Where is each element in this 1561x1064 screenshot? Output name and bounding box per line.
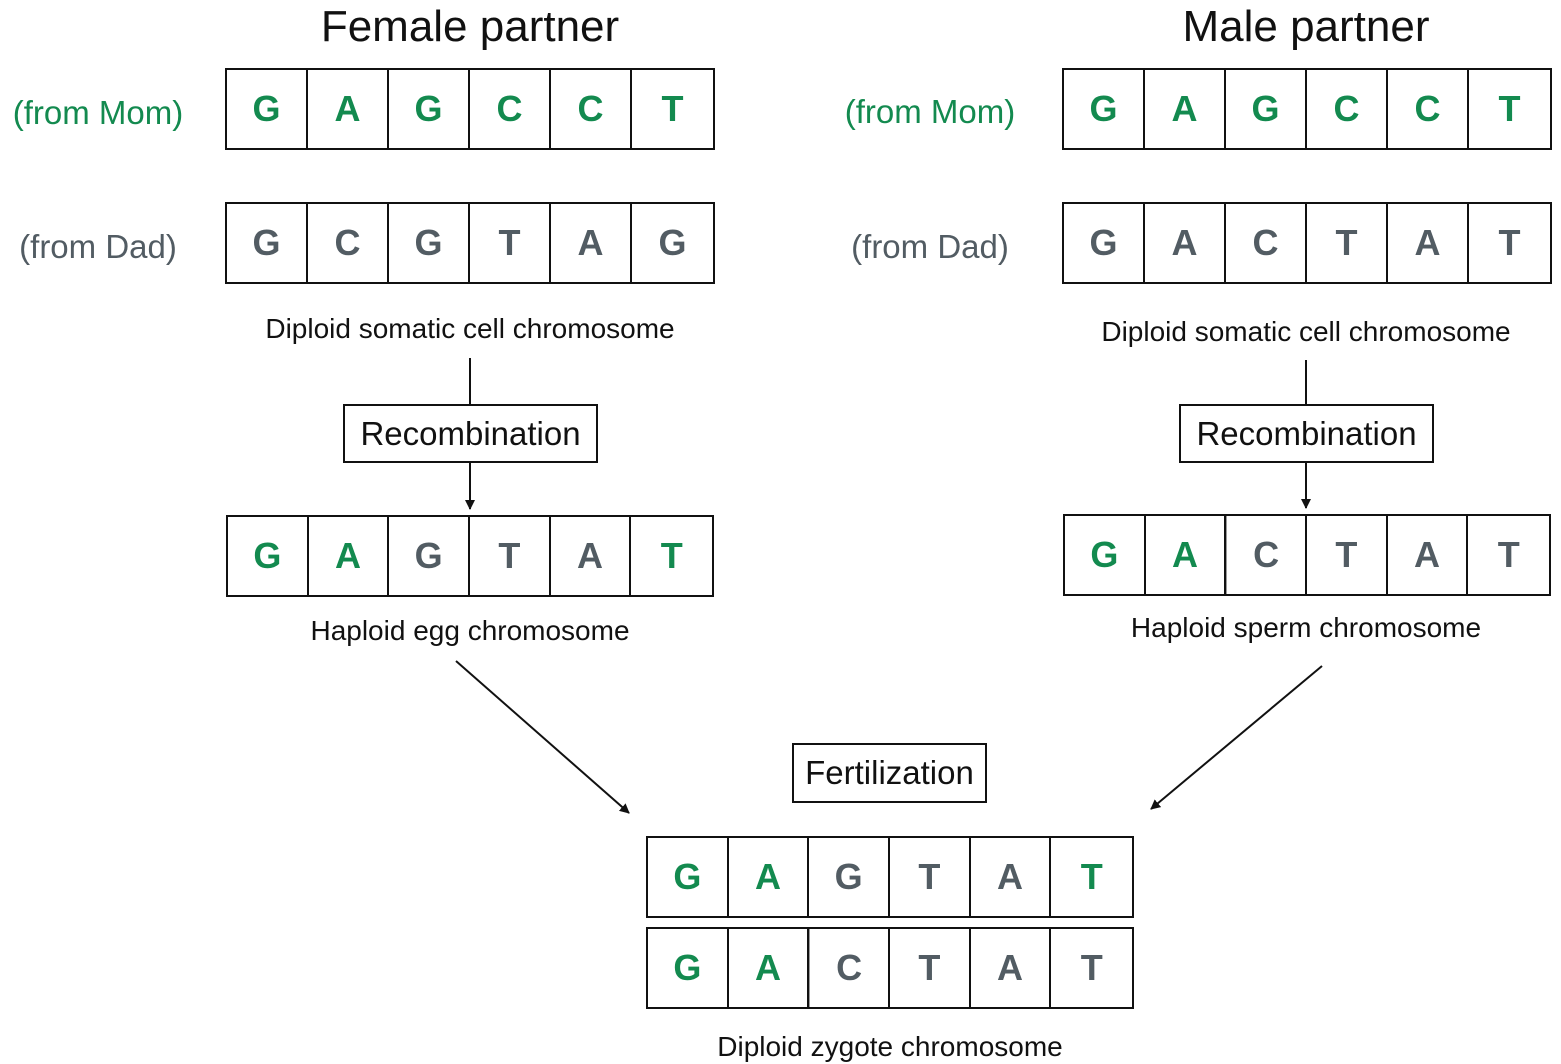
zygote-sperm-strand-base-4: T <box>890 929 971 1007</box>
male-mom-strand-base-6: T <box>1498 88 1521 129</box>
zygote-sperm-strand-base-1: G <box>648 929 729 1007</box>
female-somatic-caption: Diploid somatic cell chromosome <box>265 313 675 344</box>
female-egg-strand-base-4: T <box>470 517 551 595</box>
male-dad-strand-base-1: G <box>1064 204 1145 282</box>
egg-to-zygote-arrow <box>455 660 630 814</box>
female-mom-strand-base-4: C <box>470 70 551 148</box>
zygote-egg-strand-base-3: G <box>809 838 891 916</box>
female-dad-strand-base-3: G <box>389 204 470 282</box>
female-dad-strand-base-2: C <box>308 204 389 282</box>
male-dad-label: (from Dad) <box>851 228 1009 265</box>
male-mom-strand-base-2: A <box>1145 70 1226 148</box>
female-mom-strand-base-2: A <box>308 70 389 148</box>
male-sperm-strand-base-5: A <box>1388 516 1469 594</box>
male-sperm-strand-base-4: T <box>1307 516 1388 594</box>
female-egg-strand-base-5: A <box>551 517 632 595</box>
male-sperm-strand-base-1: G <box>1065 516 1146 594</box>
sperm-to-zygote-arrow <box>1150 665 1323 810</box>
female-egg-strand-base-6: T <box>660 535 683 576</box>
zygote-caption: Diploid zygote chromosome <box>717 1031 1063 1062</box>
female-egg-strand-base-1: G <box>228 517 309 595</box>
male-dad-strand-base-5: A <box>1388 204 1469 282</box>
zygote-egg-strand-base-4: T <box>890 838 971 916</box>
male-sperm-strand-base-6: T <box>1497 534 1520 575</box>
female-egg-strand-base-2: A <box>309 517 390 595</box>
female-egg-strand-base-3: G <box>389 517 471 595</box>
male-sperm-caption: Haploid sperm chromosome <box>1130 612 1482 643</box>
female-dad-strand-base-1: G <box>227 204 308 282</box>
male-mom-strand-base-5: C <box>1388 70 1469 148</box>
zygote-egg-strand-base-1: G <box>648 838 729 916</box>
male-mom-label: (from Mom) <box>844 93 1016 130</box>
male-somatic-caption: Diploid somatic cell chromosome <box>1101 316 1511 347</box>
female-mom-strand-base-6: T <box>661 88 684 129</box>
zygote-sperm-strand-base-6: T <box>1080 947 1103 988</box>
female-recombination-box: Recombination <box>343 404 598 463</box>
male-mom-strand-base-4: C <box>1307 70 1388 148</box>
male-mom-strand-base-1: G <box>1064 70 1145 148</box>
male-dad-strand-base-6: T <box>1498 222 1521 263</box>
zygote-egg-strand-base-5: A <box>971 838 1052 916</box>
female-dad-strand-base-5: A <box>551 204 632 282</box>
female-mom-strand-base-3: G <box>389 70 470 148</box>
fertilization-box: Fertilization <box>792 743 987 803</box>
zygote-sperm-strand-base-3: C <box>809 929 891 1007</box>
male-mom-strand-base-3: G <box>1226 70 1307 148</box>
male-dad-strand-base-2: A <box>1145 204 1226 282</box>
male-dad-strand-base-4: T <box>1307 204 1388 282</box>
female-mom-strand-base-5: C <box>551 70 632 148</box>
female-mom-strand-base-1: G <box>227 70 308 148</box>
male-recombination-box: Recombination <box>1179 404 1434 463</box>
zygote-egg-strand-base-2: A <box>729 838 810 916</box>
zygote-egg-strand-base-6: T <box>1080 856 1103 897</box>
male-dad-strand-base-3: C <box>1226 204 1307 282</box>
male-sperm-strand-base-3: C <box>1226 516 1308 594</box>
female-dad-label: (from Dad) <box>19 228 177 265</box>
male-partner-title: Male partner <box>1182 2 1430 51</box>
zygote-sperm-strand-base-5: A <box>971 929 1052 1007</box>
female-dad-strand-base-4: T <box>470 204 551 282</box>
female-dad-strand-base-6: G <box>658 222 687 263</box>
zygote-sperm-strand-base-2: A <box>729 929 810 1007</box>
female-egg-caption: Haploid egg chromosome <box>310 615 630 646</box>
male-sperm-strand-base-2: A <box>1146 516 1227 594</box>
female-partner-title: Female partner <box>320 2 620 51</box>
female-mom-label: (from Mom) <box>12 94 184 131</box>
